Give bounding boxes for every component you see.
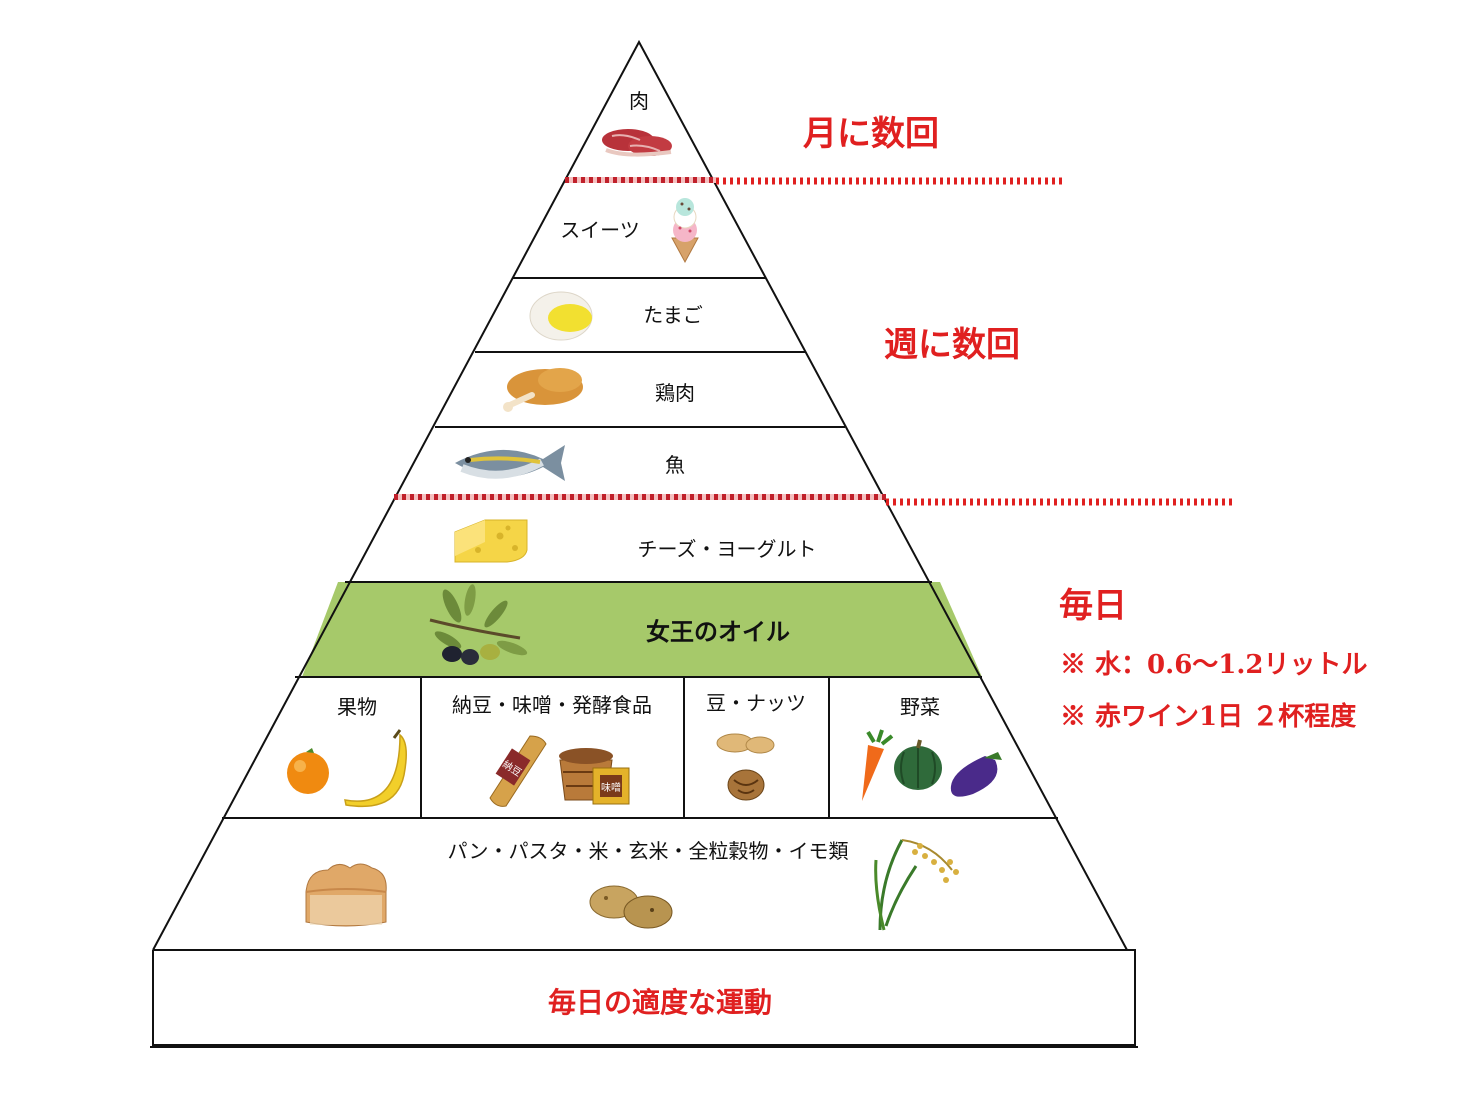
carrot-icon [862, 729, 894, 801]
frequency-monthly: 月に数回 [803, 114, 939, 154]
note-water: ※ 水：0.6～1.2リットル [1060, 650, 1368, 680]
tier-label-fruit: 果物 [337, 695, 377, 719]
tier-label-fish: 魚 [665, 453, 685, 477]
fish-icon [455, 445, 565, 481]
frequency-daily: 毎日 [1059, 586, 1127, 626]
banana-icon [344, 729, 407, 808]
cheese-icon [454, 519, 528, 563]
olive-branch-icon [429, 584, 528, 665]
base-label-exercise: 毎日の適度な運動 [548, 986, 772, 1019]
tier-label-oil: 女王のオイル [646, 617, 790, 646]
egg-icon [529, 291, 593, 341]
note-wine: ※ 赤ワイン1日 ２杯程度 [1060, 701, 1356, 732]
pyramid-outline [152, 39, 1128, 951]
tier-label-sweets: スイーツ [560, 218, 640, 242]
rice-plant-icon [874, 839, 959, 931]
tier-label-vegetables: 野菜 [900, 695, 940, 719]
peanut-icon [716, 733, 775, 754]
natto-icon: 納豆 [489, 735, 547, 807]
fried-chicken-icon [503, 368, 583, 412]
ice-cream-icon [671, 198, 699, 264]
tier-label-meat: 肉 [629, 89, 649, 113]
eggplant-icon [950, 752, 1002, 797]
walnut-icon [727, 769, 765, 801]
tier-label-grains: パン・パスタ・米・玄米・全粒穀物・イモ類 [448, 839, 849, 863]
tier-label-dairy: チーズ・ヨーグルト [638, 537, 817, 561]
tier-label-chicken: 鶏肉 [655, 381, 695, 405]
miso-icon: 味噌 [559, 748, 630, 805]
miso-label: 味噌 [601, 781, 621, 794]
oil-band [302, 582, 982, 677]
tier-label-fermented: 納豆・味噌・発酵食品 [452, 693, 652, 717]
potato-icon [589, 885, 673, 929]
base-box [152, 949, 1136, 1046]
frequency-weekly: 週に数回 [884, 325, 1020, 365]
bread-icon [305, 863, 387, 927]
orange-icon [287, 748, 329, 794]
meat-icon [602, 129, 672, 157]
tier-label-beans-nuts: 豆・ナッツ [706, 691, 806, 715]
pumpkin-icon [894, 739, 942, 790]
tier-label-eggs: たまご [643, 303, 702, 327]
